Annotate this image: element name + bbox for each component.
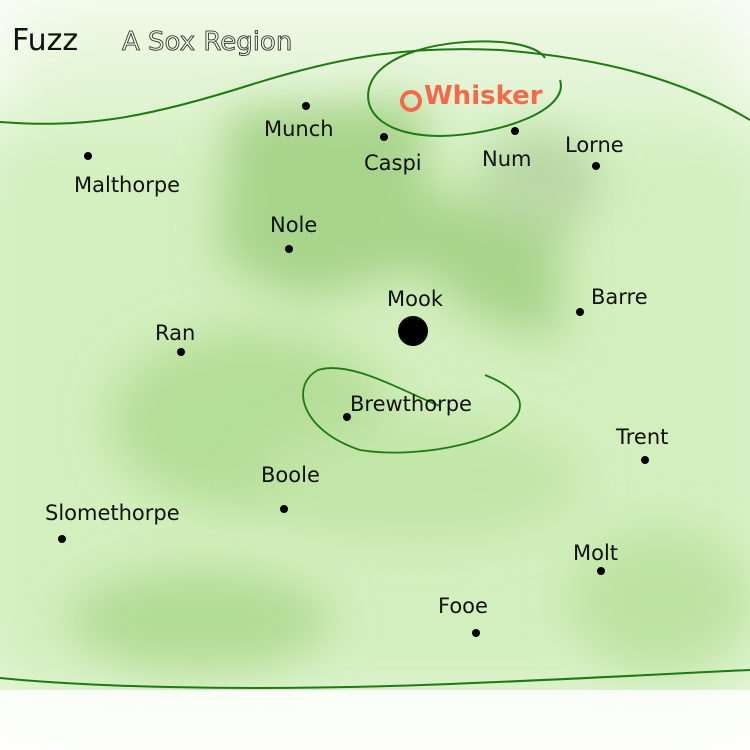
place-label-barre: Barre xyxy=(591,285,648,309)
place-label-slomethorpe: Slomethorpe xyxy=(45,501,180,525)
map-title: Fuzz xyxy=(12,23,78,58)
place-label-fooe: Fooe xyxy=(438,594,488,618)
places: Munch Caspi Num Lorne Malthorpe Nole Moo… xyxy=(45,102,668,637)
place-label-boole: Boole xyxy=(261,463,320,487)
whisker-marker-icon xyxy=(400,90,422,112)
place-label-num: Num xyxy=(482,147,531,171)
brewthorpe-region[interactable] xyxy=(302,367,521,454)
place-label-nole: Nole xyxy=(270,213,317,237)
place-boole[interactable]: Boole xyxy=(261,463,320,513)
place-mook[interactable]: Mook xyxy=(387,287,444,346)
map-subtitle: A Sox Region xyxy=(122,27,292,57)
whisker-region-outline xyxy=(367,40,562,138)
place-barre[interactable]: Barre xyxy=(576,285,648,316)
place-lorne[interactable]: Lorne xyxy=(565,133,624,170)
place-brewthorpe[interactable]: Brewthorpe xyxy=(343,392,472,421)
place-nole[interactable]: Nole xyxy=(270,213,317,253)
whisker-region[interactable]: Whisker xyxy=(367,40,562,138)
place-ran[interactable]: Ran xyxy=(155,321,195,356)
place-caspi[interactable]: Caspi xyxy=(364,133,422,175)
northern-border xyxy=(0,48,750,125)
place-munch[interactable]: Munch xyxy=(264,102,334,141)
capital-marker-icon xyxy=(398,316,428,346)
place-label-whisker: Whisker xyxy=(424,81,543,111)
place-molt[interactable]: Molt xyxy=(573,541,618,575)
brewthorpe-region-outline xyxy=(302,367,521,454)
southern-border xyxy=(0,669,750,689)
place-label-trent: Trent xyxy=(615,425,668,449)
place-malthorpe[interactable]: Malthorpe xyxy=(74,152,180,197)
place-label-molt: Molt xyxy=(573,541,618,565)
place-num[interactable]: Num xyxy=(482,127,531,171)
place-label-ran: Ran xyxy=(155,321,195,345)
place-fooe[interactable]: Fooe xyxy=(438,594,488,637)
place-label-brewthorpe: Brewthorpe xyxy=(350,392,472,416)
place-label-lorne: Lorne xyxy=(565,133,624,157)
place-label-mook: Mook xyxy=(387,287,444,311)
place-label-caspi: Caspi xyxy=(364,151,422,175)
place-slomethorpe[interactable]: Slomethorpe xyxy=(45,501,180,543)
place-label-munch: Munch xyxy=(264,117,334,141)
place-trent[interactable]: Trent xyxy=(615,425,668,464)
place-label-malthorpe: Malthorpe xyxy=(74,173,180,197)
